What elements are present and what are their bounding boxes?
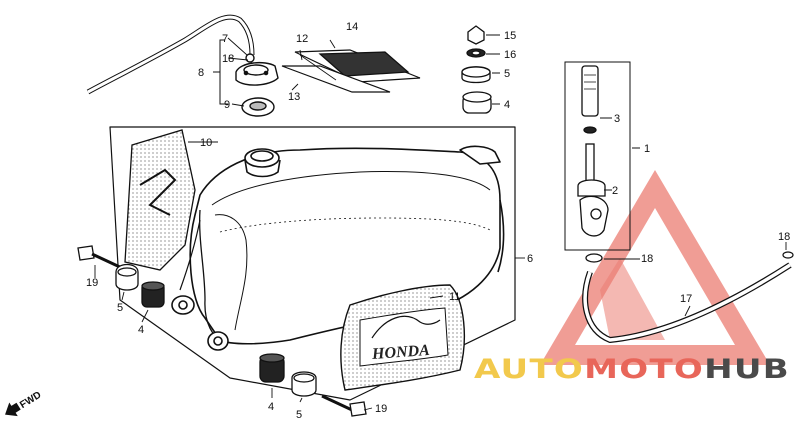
callout-18-right: 18	[778, 231, 790, 243]
fuel-valve	[564, 61, 631, 263]
callout-5-bottom: 5	[296, 409, 302, 421]
fuel-cap-assembly	[86, 14, 279, 117]
callout-5-left: 5	[117, 302, 123, 314]
callout-4-left: 4	[138, 324, 144, 336]
callout-5-top: 5	[504, 68, 510, 80]
watermark-triangle	[540, 170, 770, 365]
watermark-auto: AUTO	[474, 354, 584, 385]
callout-17: 17	[680, 293, 692, 305]
decal-emblem: HONDA	[340, 284, 465, 391]
lower-left-fasteners	[77, 245, 165, 308]
callout-14: 14	[346, 21, 358, 33]
callout-11: 11	[449, 291, 460, 303]
forward-arrow-icon	[5, 402, 21, 417]
callout-15: 15	[504, 30, 516, 42]
emblem-text: HONDA	[371, 342, 431, 363]
callout-4-top: 4	[504, 99, 510, 111]
watermark-moto: MOTO	[584, 354, 704, 385]
callout-19-left: 19	[86, 277, 98, 289]
callout-19-bottom: 19	[375, 403, 387, 415]
callout-labels: 7 18 8 9 12 13 14 15 16 5 4 3 1 2 10 6 1…	[86, 21, 790, 421]
callout-6: 6	[527, 253, 533, 265]
forward-direction-indicator: FWD	[5, 390, 43, 417]
callout-10: 10	[200, 137, 212, 149]
callout-1: 1	[644, 143, 650, 155]
decal-left	[124, 129, 196, 271]
callout-8: 8	[198, 67, 204, 79]
leader-lines	[94, 34, 787, 411]
watermark-hub: HUB	[704, 354, 790, 385]
lower-middle-fasteners	[259, 353, 367, 417]
callout-18-top: 18	[222, 53, 234, 65]
callout-16: 16	[504, 49, 516, 61]
callout-2: 2	[612, 185, 618, 197]
mount-stack	[461, 25, 492, 114]
callout-3: 3	[614, 113, 620, 125]
trim-strips	[281, 49, 421, 93]
callout-12: 12	[296, 33, 308, 45]
callout-7: 7	[222, 33, 228, 45]
callout-9: 9	[224, 99, 230, 111]
callout-18-mid: 18	[641, 253, 653, 265]
forward-label: FWD	[18, 390, 43, 411]
callout-4-bottom: 4	[268, 401, 274, 413]
fuel-hose	[582, 251, 794, 344]
callout-13: 13	[288, 91, 300, 103]
